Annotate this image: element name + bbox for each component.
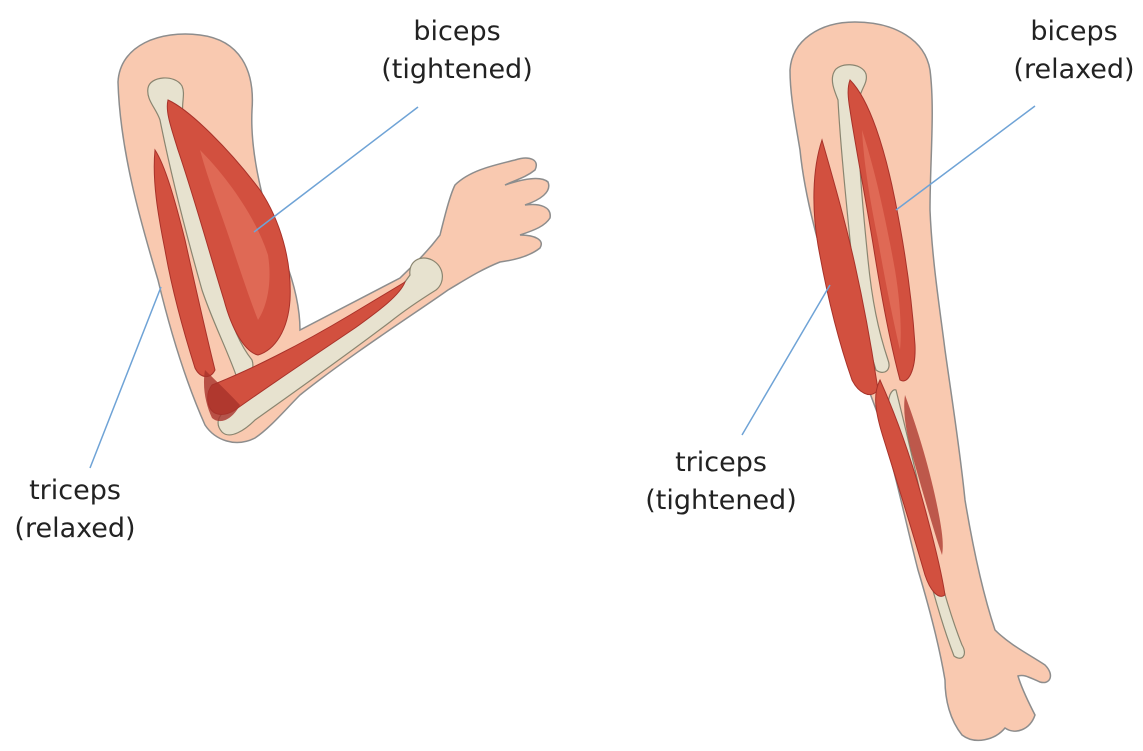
extended-arm-biceps-label-state: (relaxed) [1005, 51, 1143, 89]
flexed-arm-triceps-label: triceps (relaxed) [0, 472, 150, 548]
extended-arm-triceps-label: triceps (tightened) [636, 444, 806, 520]
extended-arm-biceps-label: biceps (relaxed) [1005, 13, 1143, 89]
extended-arm [742, 22, 1050, 740]
extended-arm-triceps-label-name: triceps [636, 444, 806, 482]
flexed-arm-triceps-label-state: (relaxed) [0, 510, 150, 548]
extended-arm-triceps-leader [742, 285, 830, 435]
flexed-arm-biceps-label-state: (tightened) [372, 51, 542, 89]
flexed-arm-triceps-label-name: triceps [0, 472, 150, 510]
extended-arm-triceps-label-state: (tightened) [636, 482, 806, 520]
flexed-arm-biceps-label: biceps (tightened) [372, 13, 542, 89]
flexed-arm [90, 34, 550, 468]
flexed-arm-biceps-leader [254, 107, 418, 232]
flexed-arm-biceps-label-name: biceps [372, 13, 542, 51]
flexed-arm-triceps-leader [90, 287, 161, 468]
extended-arm-biceps-label-name: biceps [1005, 13, 1143, 51]
extended-arm-skin [790, 22, 1050, 740]
